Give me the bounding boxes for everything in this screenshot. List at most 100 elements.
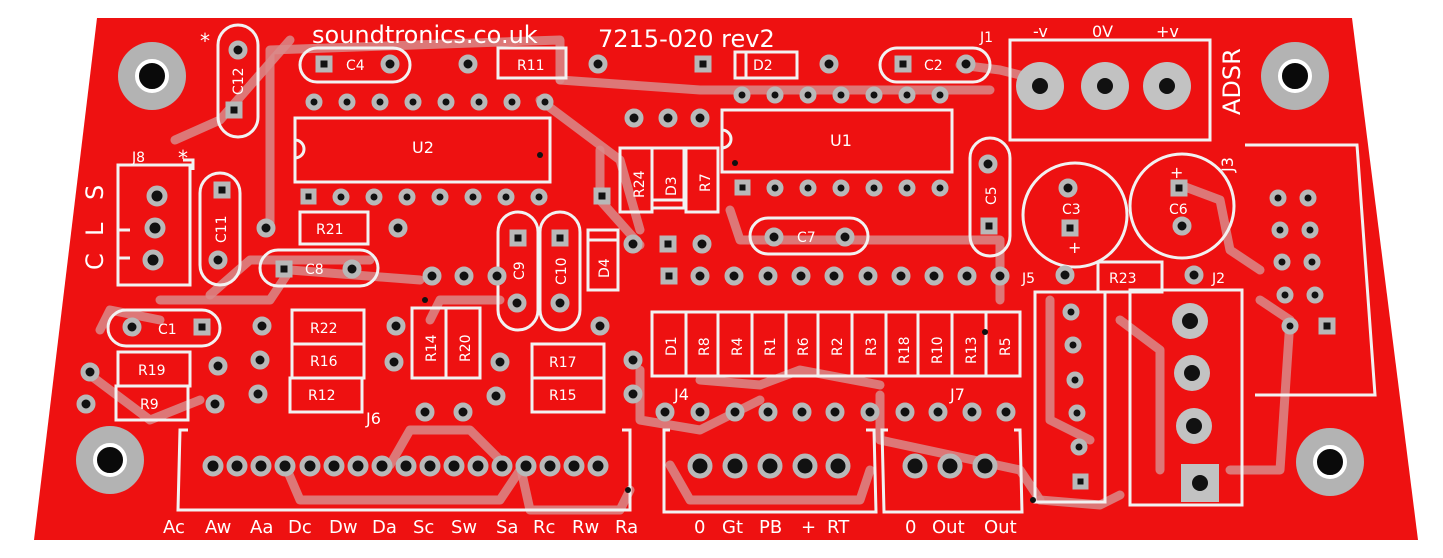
j6-label-sc: Sc [413,517,434,538]
j6-label-ra: Ra [615,517,638,538]
j7-label-out-1: Out [932,517,965,538]
j4-label-pb: PB [759,517,782,538]
j8-star: * [178,146,188,170]
r23-ref: R23 [1109,271,1137,287]
j6-label-rc: Rc [533,517,555,538]
c9-ref: C9 [512,261,528,280]
power-plus-label: +v [1156,22,1179,41]
resistors: R11 R24 R7 R21 R22 R16 R12 R19 R9 R14 R2… [114,46,1164,422]
j7-ref: J7 [949,385,965,404]
r9-ref: R9 [140,397,159,413]
resistor-bank: D1 R8 R4 R1 R6 R2 R3 R18 R10 R13 R5 [650,310,1022,378]
u2-ic: U2 [293,116,552,184]
c12-star: * [200,29,210,53]
c11-ref: C11 [214,215,230,243]
j5-ref: J5 [1021,271,1035,287]
d1-ref: D1 [664,336,680,356]
j7-pin-labels: 0 Out Out [905,517,1017,538]
site-label: soundtronics.co.uk [312,21,538,49]
j6-connector: J6 [176,409,632,512]
j6-label-ac: Ac [163,517,185,538]
r7-ref: R7 [698,173,714,192]
c3-polarity: + [1068,238,1081,257]
power-minus-label: -v [1033,22,1048,41]
r13-ref: R13 [964,336,980,364]
j3-ref: J3 [1218,157,1237,173]
d2-ref: D2 [753,58,773,74]
r3-ref: R3 [864,337,880,356]
j4-label-0: 0 [694,517,705,538]
r18-ref: R18 [897,336,913,364]
j2-ref: J2 [1211,271,1225,287]
r21-ref: R21 [316,222,344,238]
mounting-holes [76,42,1364,496]
j7-label-0: 0 [905,517,916,538]
r20-ref: R20 [458,334,474,362]
c12-ref: C12 [231,67,247,95]
j6-pin-labels: Ac Aw Aa Dc Dw Da Sc Sw Sa Rc Rw Ra [163,517,638,538]
j5-connector: J5 [1021,271,1107,504]
r5-ref: R5 [998,337,1014,356]
u1-ref: U1 [830,131,852,150]
r11-ref: R11 [517,58,545,74]
part-label: 7215-020 rev2 [598,25,775,53]
c2-ref: C2 [924,58,943,74]
r22-ref: R22 [310,321,338,337]
j4-label-plus: + [801,517,816,538]
j8-connector: J8 * C L S [81,146,195,287]
r10-ref: R10 [930,336,946,364]
c7-ref: C7 [797,230,816,246]
r1-ref: R1 [763,337,779,356]
c6-polarity: + [1170,163,1183,182]
j4-label-rt: RT [827,517,850,538]
j8-letter-s: S [81,185,109,200]
c8-ref: C8 [305,262,324,278]
j8-ref: J8 [131,150,145,166]
adsr-label: ADSR [1218,48,1246,115]
r8-ref: R8 [697,337,713,356]
j6-label-rw: Rw [572,517,599,538]
r12-ref: R12 [308,388,336,404]
capacitors: C4 C2 C12 C11 C8 C1 C7 C5 C9 C10 C3 + C6… [106,23,1236,348]
r6-ref: R6 [796,337,812,356]
c3-ref: C3 [1062,202,1081,218]
j7-connector: J7 [880,385,1024,514]
diodes: D2 D3 D4 [586,50,799,292]
j8-letter-c: C [81,253,109,270]
c6-ref: C6 [1169,202,1188,218]
j8-letter-l: L [81,222,109,236]
j4-ref: J4 [673,385,689,404]
j6-label-aa: Aa [250,517,273,538]
r4-ref: R4 [730,337,746,356]
j7-label-out-2: Out [984,517,1017,538]
j1-ref: J1 [979,30,993,46]
d3-ref: D3 [664,176,680,196]
j4-pin-labels: 0 Gt PB + RT [694,517,850,538]
j6-label-sa: Sa [496,517,518,538]
r16-ref: R16 [310,354,338,370]
c10-ref: C10 [554,257,570,285]
r17-ref: R17 [549,355,577,371]
j1-terminal: J1 -v 0V +v [979,22,1212,142]
c4-ref: C4 [346,58,365,74]
u2-ref: U2 [412,138,434,157]
j6-label-dw: Dw [329,517,358,538]
d4-ref: D4 [597,258,613,278]
j4-label-gt: Gt [722,517,743,538]
vias [422,152,1036,503]
c5-ref: C5 [984,186,1000,205]
through-hole-pads [76,40,1336,490]
r19-ref: R19 [138,363,166,379]
power-zero-label: 0V [1092,22,1113,41]
j4-connector: J4 [662,385,878,514]
j6-label-dc: Dc [288,517,312,538]
j6-label-sw: Sw [451,517,477,538]
r24-ref: R24 [632,170,648,198]
j2-connector: J2 [1128,271,1244,507]
r2-ref: R2 [830,337,846,356]
r14-ref: R14 [424,334,440,362]
c1-ref: C1 [158,322,177,338]
j6-ref: J6 [365,409,381,428]
u1-ic: U1 [720,108,954,174]
